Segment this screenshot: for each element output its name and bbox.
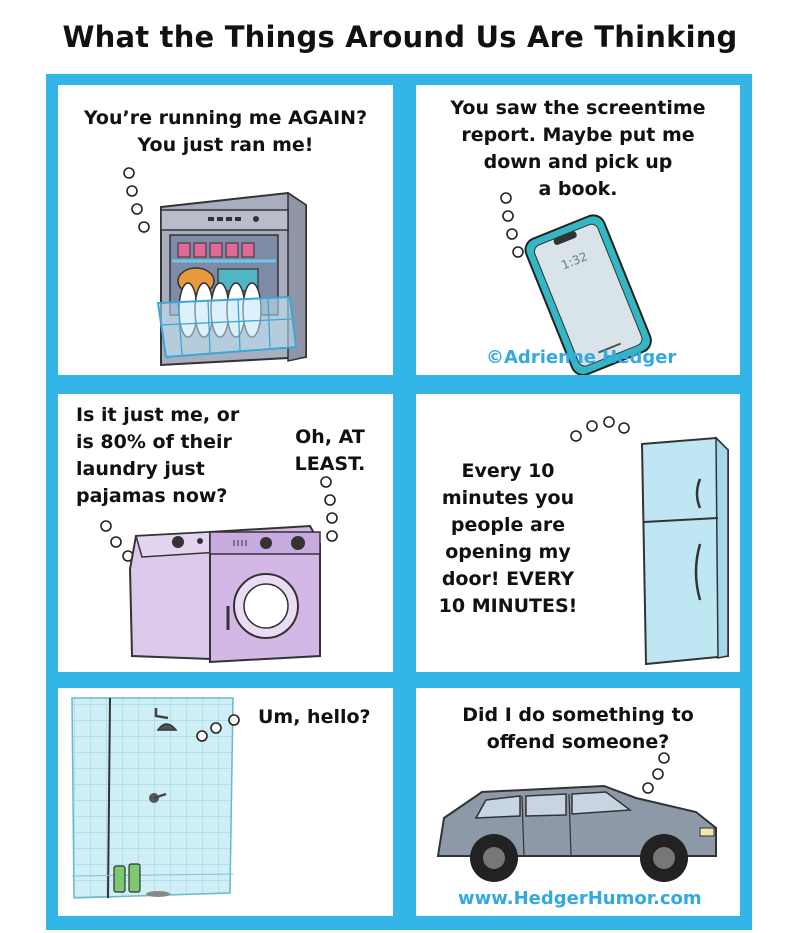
fridge-line-1: Every 10 xyxy=(461,460,555,482)
fridge-line-5: door! EVERY xyxy=(441,568,575,590)
comic-title: What the Things Around Us Are Thinking xyxy=(62,20,738,54)
panel-shower: Um, hello? xyxy=(58,688,393,916)
panel-phone: You saw the screentime report. Maybe put… xyxy=(416,85,740,375)
dishwasher-thought: You’re running me AGAIN? You just ran me… xyxy=(58,105,393,159)
washer-line-2: is 80% of their xyxy=(76,431,232,453)
dishwasher-line-1: You’re running me AGAIN? xyxy=(83,107,368,129)
dryer-thought: Oh, AT LEAST. xyxy=(280,424,380,478)
phone-thought: You saw the screentime report. Maybe put… xyxy=(416,95,740,203)
washer-line-1: Is it just me, or xyxy=(76,404,240,426)
dryer-line-2: LEAST. xyxy=(294,453,366,475)
car-illustration xyxy=(436,752,717,882)
washer-dryer-illustration xyxy=(100,476,338,664)
shower-thought: Um, hello? xyxy=(258,706,371,728)
washer-thought: Is it just me, or is 80% of their laundr… xyxy=(76,402,239,510)
phone-line-3: down and pick up xyxy=(483,151,673,173)
dishwasher-illustration xyxy=(123,167,307,367)
phone-line-4: a book. xyxy=(538,178,618,200)
dishwasher-line-2: You just ran me! xyxy=(137,134,314,156)
comic-grid: You’re running me AGAIN? You just ran me… xyxy=(46,74,752,930)
fridge-line-4: opening my xyxy=(445,541,571,563)
fridge-line-3: people are xyxy=(450,514,566,536)
panel-washer-dryer: Is it just me, or is 80% of their laundr… xyxy=(58,394,393,672)
phone-illustration: 1:32 xyxy=(500,192,652,375)
website-credit: www.HedgerHumor.com xyxy=(458,888,702,909)
panel-car: Did I do something to offend someone? ww… xyxy=(416,688,740,916)
phone-line-2: report. Maybe put me xyxy=(461,124,695,146)
washer-line-4: pajamas now? xyxy=(76,485,228,507)
car-line-1: Did I do something to xyxy=(462,704,694,726)
panel-fridge: Every 10 minutes you people are opening … xyxy=(416,394,740,672)
shower-illustration xyxy=(71,697,240,899)
fridge-thought: Every 10 minutes you people are opening … xyxy=(428,458,588,620)
washer-line-3: laundry just xyxy=(76,458,205,480)
phone-line-1: You saw the screentime xyxy=(450,97,706,119)
panel-dishwasher: You’re running me AGAIN? You just ran me… xyxy=(58,85,393,375)
car-thought: Did I do something to offend someone? xyxy=(416,702,740,756)
car-line-2: offend someone? xyxy=(486,731,670,753)
dryer-line-1: Oh, AT xyxy=(295,426,365,448)
copyright-credit: ©Adrienne Hedger xyxy=(486,347,677,368)
fridge-illustration xyxy=(570,416,729,666)
fridge-line-2: minutes you xyxy=(441,487,575,509)
fridge-line-6: 10 MINUTES! xyxy=(438,595,578,617)
